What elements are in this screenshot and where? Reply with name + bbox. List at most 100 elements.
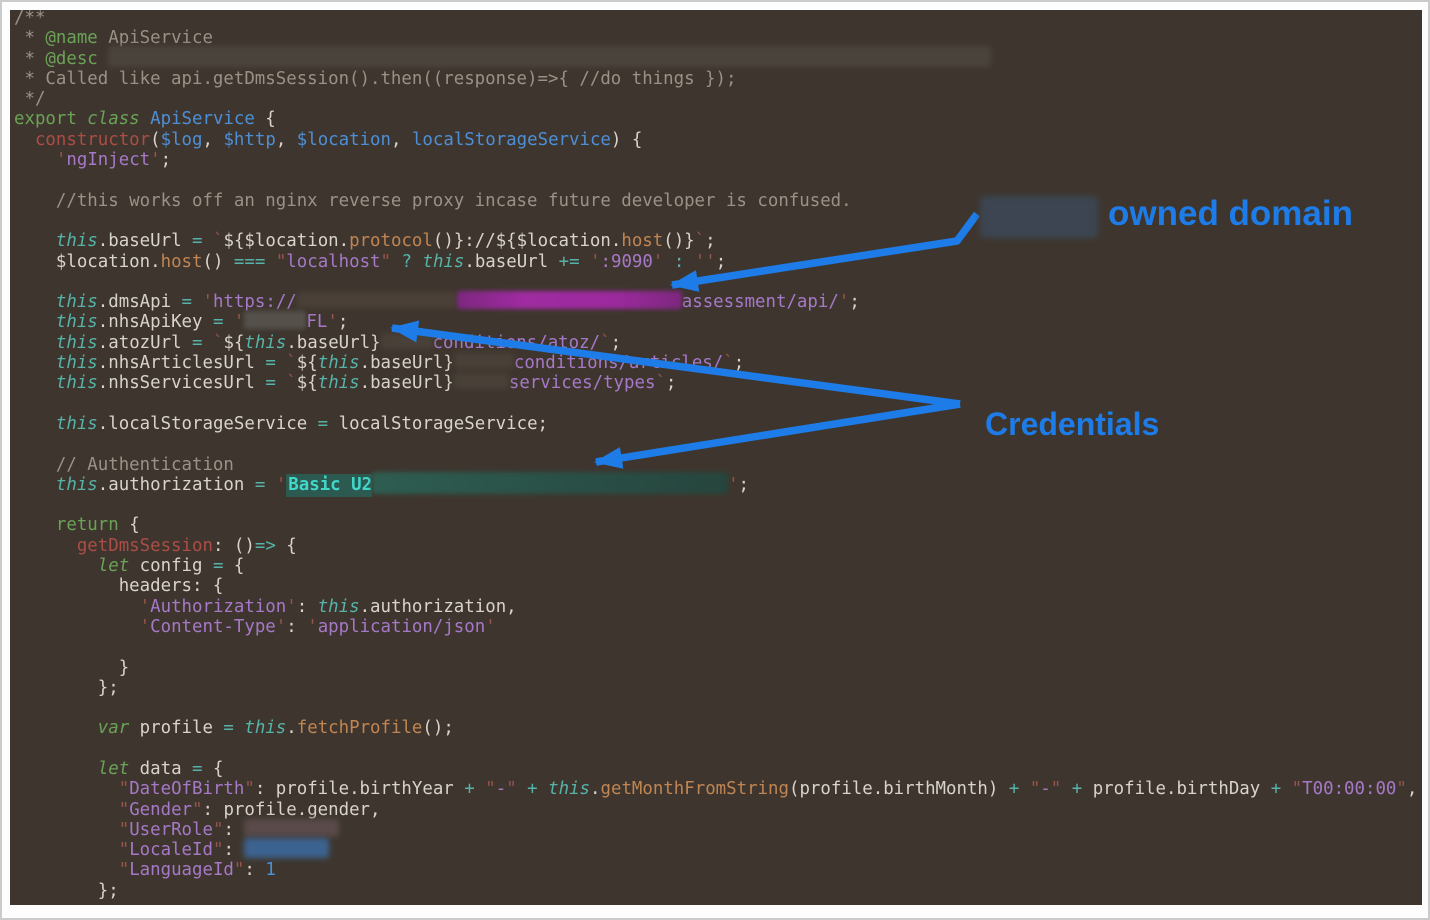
code-token: protocol xyxy=(349,231,433,252)
code-token: (profile.birthMonth) xyxy=(788,779,1009,800)
code-token: return xyxy=(55,515,119,536)
code-token xyxy=(14,130,35,150)
code-token: * xyxy=(14,48,46,69)
code-line: "UserRole": xyxy=(14,818,1417,840)
code-token: //this works off an nginx reverse proxy … xyxy=(14,190,852,211)
code-token xyxy=(14,231,56,251)
code-line xyxy=(14,272,1417,292)
code-token: + xyxy=(527,779,538,800)
redacted-region xyxy=(372,471,729,494)
code-token: { xyxy=(118,515,140,536)
code-token: ${ xyxy=(223,332,245,353)
code-token: " xyxy=(118,799,130,820)
redacted-region xyxy=(380,332,433,349)
code-token: Content-Type xyxy=(150,616,276,637)
code-token: ' xyxy=(275,474,287,495)
code-token: * xyxy=(14,28,46,49)
code-token: " xyxy=(1029,779,1041,800)
code-token xyxy=(14,536,77,556)
code-token: ; xyxy=(715,251,727,272)
code-line: "LocaleId": xyxy=(14,838,1417,861)
code-token: .authorization, xyxy=(359,596,517,617)
code-token: .authorization xyxy=(97,474,255,495)
redacted-region xyxy=(453,373,509,390)
code-area[interactable]: /** * @name ApiService * @desc * Called … xyxy=(14,10,1417,901)
code-token xyxy=(475,779,485,799)
code-token: " xyxy=(244,779,255,800)
code-token: */ xyxy=(14,89,46,110)
code-token: ' xyxy=(139,596,151,617)
code-token: " xyxy=(380,251,392,272)
code-line: this.dmsApi = 'https://assessment/api/'; xyxy=(14,291,1417,313)
code-token xyxy=(223,312,233,332)
code-token: ' xyxy=(485,616,496,637)
code-token: : profile.birthYear xyxy=(254,779,465,800)
code-line: export class ApiService { xyxy=(14,109,1417,129)
code-token xyxy=(98,49,108,69)
code-line: this.nhsArticlesUrl = `${this.baseUrl}co… xyxy=(14,353,1417,373)
code-line: let config = { xyxy=(14,556,1417,576)
code-token: " xyxy=(1396,779,1407,800)
code-token xyxy=(1281,779,1291,799)
code-token xyxy=(14,556,98,576)
code-token: : xyxy=(223,819,245,840)
code-token: ` xyxy=(286,353,297,374)
code-token: .baseUrl} xyxy=(359,373,454,394)
code-token: { xyxy=(254,109,276,130)
code-token: ()}://${$location. xyxy=(432,231,622,252)
code-token: ( xyxy=(150,129,161,150)
code-token: ; xyxy=(610,332,622,353)
code-line xyxy=(14,170,1417,190)
code-token: .localStorageService xyxy=(97,413,318,434)
code-line: "Gender": profile.gender, xyxy=(14,800,1417,820)
code-token: " xyxy=(275,251,287,272)
code-line: constructor($log, $http, $location, loca… xyxy=(14,130,1417,150)
code-token: .dmsApi xyxy=(97,292,182,313)
code-token: ' xyxy=(652,251,664,272)
code-token xyxy=(203,333,213,353)
code-token xyxy=(1019,779,1029,799)
code-token: this xyxy=(317,596,360,617)
code-token: " xyxy=(212,840,224,861)
code-line: //this works off an nginx reverse proxy … xyxy=(14,191,1417,211)
code-token: }; xyxy=(14,880,119,901)
code-token: ` xyxy=(694,231,706,252)
code-token: this xyxy=(55,292,98,313)
code-token xyxy=(14,353,56,373)
code-line xyxy=(14,637,1417,657)
code-token: .nhsApiKey xyxy=(97,312,213,333)
redacted-region xyxy=(244,838,330,859)
code-token: ApiService xyxy=(97,28,213,49)
code-token: : xyxy=(244,860,266,881)
code-line: headers: { xyxy=(14,576,1417,596)
code-line: $location.host() === "localhost" ? this.… xyxy=(14,252,1417,272)
code-token: ' xyxy=(307,616,318,637)
code-token: ngInject xyxy=(66,150,151,171)
code-token: ' xyxy=(590,251,601,272)
code-token xyxy=(14,292,56,312)
code-token: " xyxy=(192,799,203,820)
code-line xyxy=(14,394,1417,414)
code-token: UserRole xyxy=(129,819,213,840)
code-token xyxy=(265,475,275,495)
code-token: this xyxy=(55,413,98,434)
code-token: { xyxy=(202,758,224,779)
code-token: }; xyxy=(14,677,119,698)
code-token: ${ xyxy=(296,373,318,394)
code-token: ' xyxy=(286,596,297,617)
code-token: ; xyxy=(738,474,750,495)
code-token xyxy=(538,779,548,799)
code-token: ; xyxy=(160,150,172,171)
code-token: ${$location. xyxy=(223,231,350,252)
code-token xyxy=(14,820,119,840)
code-token: host xyxy=(621,231,664,252)
code-line: * Called like api.getDmsSession().then((… xyxy=(14,69,1417,89)
code-token: () xyxy=(202,251,234,272)
code-line: } xyxy=(14,658,1417,678)
code-token: : () xyxy=(212,535,255,556)
code-token: ' xyxy=(327,312,338,333)
code-line: let data = { xyxy=(14,759,1417,779)
code-line: this.atozUrl = `${this.baseUrl}condition… xyxy=(14,332,1417,353)
code-token xyxy=(14,800,119,820)
code-line: this.nhsApiKey = 'FL'; xyxy=(14,311,1417,333)
